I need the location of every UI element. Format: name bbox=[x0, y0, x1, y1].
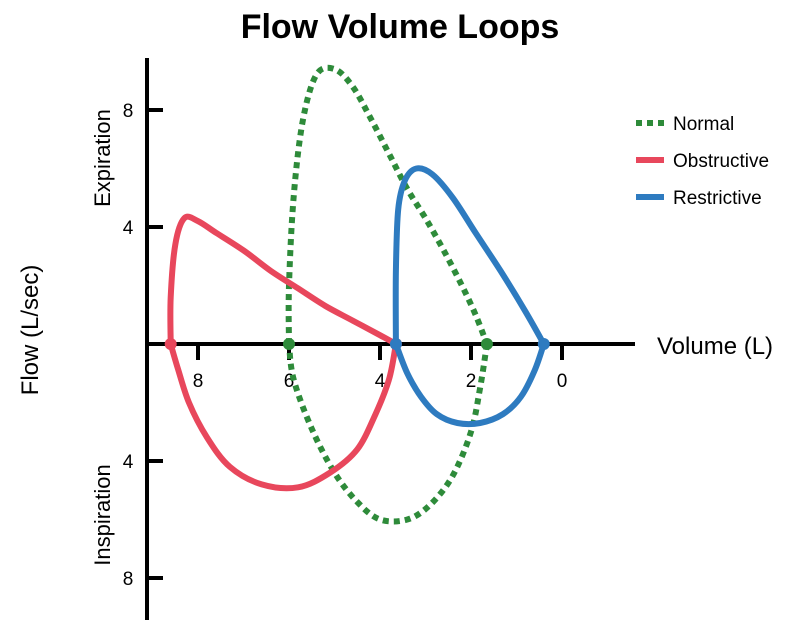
x-axis-label: Volume (L) bbox=[657, 333, 773, 360]
ticks: 8 6 4 2 0 8 4 4 8 bbox=[123, 101, 568, 590]
x-tick-label-6: 6 bbox=[284, 371, 295, 392]
x-tick-label-0: 0 bbox=[557, 371, 568, 392]
y-tick-label-expiration-8: 8 bbox=[123, 101, 134, 122]
y-tick-label-inspiration-8: 8 bbox=[123, 569, 134, 590]
y-tick-label-expiration-4: 4 bbox=[123, 218, 134, 239]
x-tick-label-4: 4 bbox=[375, 371, 386, 392]
legend-label-normal: Normal bbox=[673, 114, 734, 135]
x-tick-label-2: 2 bbox=[466, 371, 477, 392]
series-normal-expiration-curve bbox=[285, 64, 490, 346]
series-obstructive-point-0 bbox=[164, 338, 177, 350]
y-axis-label: Flow (L/sec) bbox=[17, 265, 44, 396]
series-restrictive-point-0 bbox=[389, 338, 402, 350]
series-restrictive bbox=[389, 165, 550, 428]
series-normal bbox=[283, 64, 493, 525]
series-obstructive-inspiration-curve bbox=[167, 341, 399, 492]
inspiration-label: Inspiration bbox=[90, 464, 115, 566]
y-tick-label-inspiration-4: 4 bbox=[123, 452, 134, 473]
legend-label-obstructive: Obstructive bbox=[673, 151, 769, 172]
chart-title: Flow Volume Loops bbox=[241, 8, 560, 46]
series-normal-inspiration-curve bbox=[286, 343, 490, 525]
series-normal-point-1 bbox=[480, 338, 493, 350]
legend-label-restrictive: Restrictive bbox=[673, 188, 762, 209]
series-obstructive-expiration-curve bbox=[167, 213, 399, 347]
series-layer bbox=[164, 64, 550, 525]
series-obstructive bbox=[164, 213, 402, 492]
expiration-label: Expiration bbox=[90, 109, 115, 207]
series-restrictive-point-1 bbox=[537, 338, 550, 350]
series-normal-point-0 bbox=[283, 338, 295, 350]
x-tick-label-8: 8 bbox=[193, 371, 204, 392]
series-restrictive-expiration-curve bbox=[392, 165, 547, 347]
series-restrictive-inspiration-curve bbox=[392, 341, 547, 428]
